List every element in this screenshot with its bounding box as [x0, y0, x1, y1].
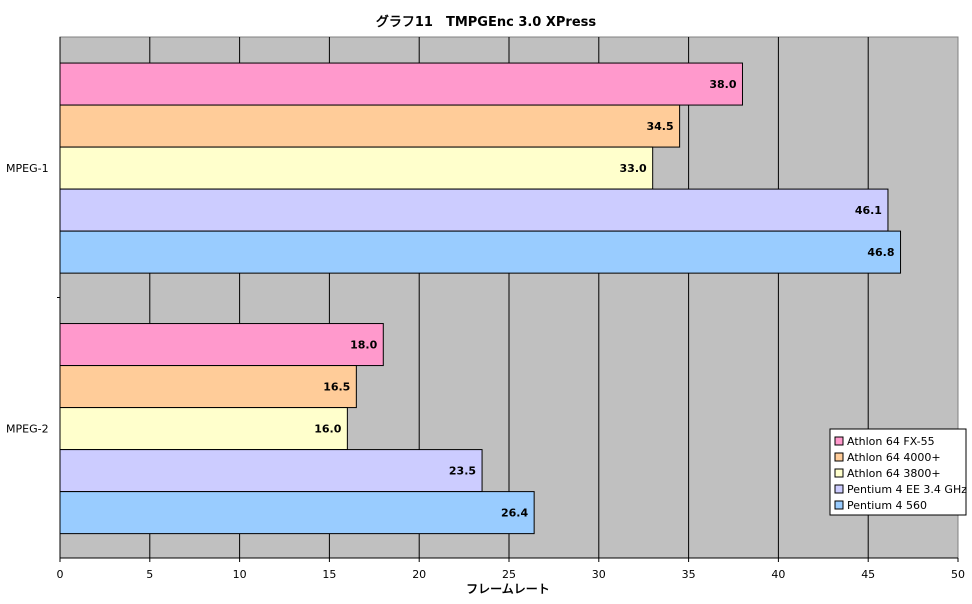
legend-swatch: [834, 484, 844, 494]
data-label: 46.1: [855, 204, 882, 217]
data-label: 38.0: [709, 78, 736, 91]
bar: [59, 230, 902, 274]
bar: [59, 365, 357, 409]
x-tick-label: 45: [861, 568, 875, 581]
legend-entry: Athlon 64 FX-55: [847, 435, 935, 448]
bar: [59, 188, 889, 232]
data-label: 16.0: [314, 423, 341, 436]
chart-title: グラフ11 TMPGEnc 3.0 XPress: [376, 14, 597, 30]
legend-swatch: [834, 468, 844, 478]
data-label: 16.5: [323, 381, 350, 394]
legend-entry: Athlon 64 3800+: [847, 467, 941, 480]
data-label: 33.0: [620, 162, 647, 175]
bar: [59, 407, 348, 451]
x-tick-label: 10: [233, 568, 247, 581]
bar: [59, 62, 743, 106]
data-label: 46.8: [867, 246, 894, 259]
data-label: 23.5: [449, 465, 476, 478]
legend-box: [829, 428, 967, 516]
category-label: MPEG-2: [6, 423, 49, 436]
x-tick-label: 25: [502, 568, 516, 581]
legend-swatch: [834, 452, 844, 462]
x-tick-label: 5: [146, 568, 153, 581]
x-tick-label: 40: [771, 568, 785, 581]
legend-entry: Pentium 4 560: [847, 499, 927, 512]
x-tick-label: 30: [592, 568, 606, 581]
bar: [59, 449, 483, 493]
category-label: MPEG-1: [6, 162, 49, 175]
legend-swatch: [834, 436, 844, 446]
data-label: 18.0: [350, 339, 377, 352]
x-tick-label: 50: [951, 568, 965, 581]
x-tick-label: 20: [412, 568, 426, 581]
x-tick-label: 0: [57, 568, 64, 581]
x-axis-label: フレームレート: [466, 582, 550, 596]
legend-entry: Athlon 64 4000+: [847, 451, 941, 464]
x-tick-label: 35: [682, 568, 696, 581]
bar: [59, 146, 654, 190]
data-label: 26.4: [501, 507, 528, 520]
data-label: 34.5: [646, 120, 673, 133]
legend-entry: Pentium 4 EE 3.4 GHz: [847, 483, 967, 496]
x-tick-label: 15: [322, 568, 336, 581]
bar: [59, 323, 384, 367]
bar: [59, 491, 535, 535]
x-axis-ticks: 0 5 10 15 20 25 30 35 40 45 50: [57, 558, 965, 581]
bars: 38.0 34.5 33.0 46.1 46.8 18.0 16.5 16.0 23.5 26.4: [59, 62, 902, 535]
bar: [59, 104, 681, 148]
legend-swatch: [834, 500, 844, 510]
